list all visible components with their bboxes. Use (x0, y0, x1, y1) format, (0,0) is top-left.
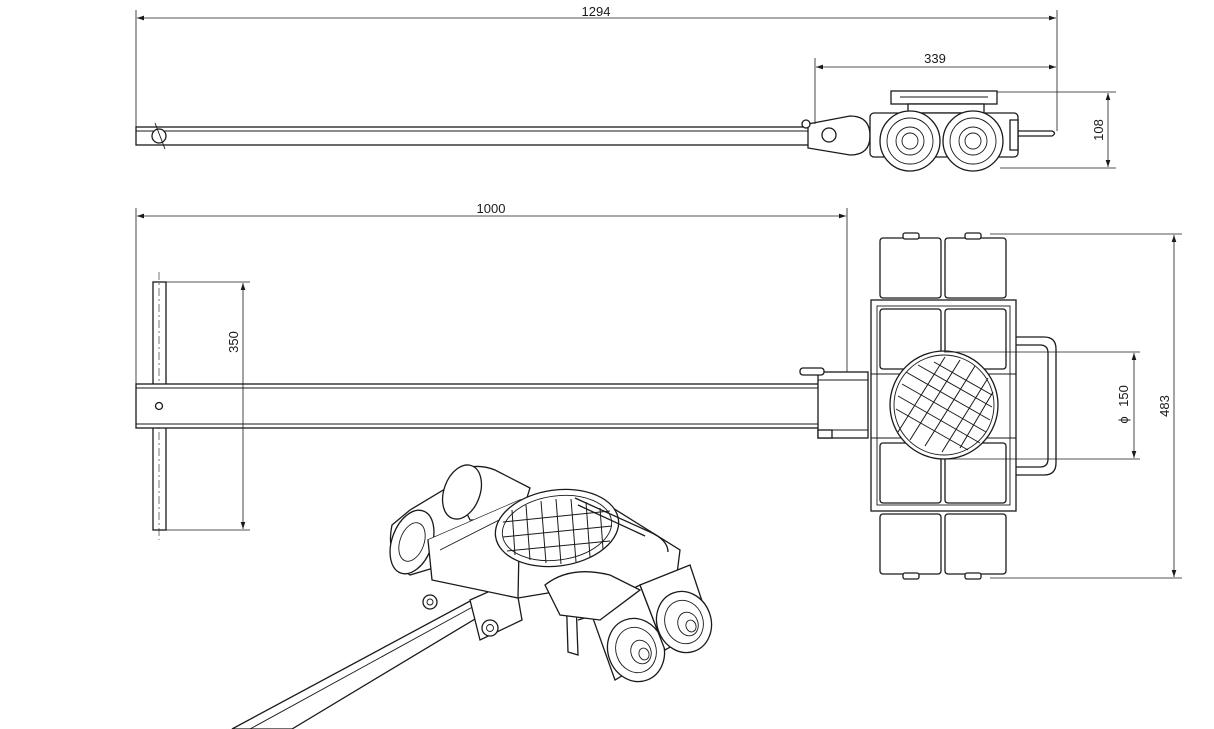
iso-turntable (494, 488, 620, 568)
iso-roller-mid (544, 571, 642, 621)
dimension-handle-width: 350 (166, 281, 250, 531)
dimension-height: 108 (997, 91, 1116, 169)
plate-diameter-symbol: ϕ (1116, 416, 1131, 423)
dimension-plate-diameter: ϕ 150 (944, 351, 1140, 460)
plate-diameter-label: 150 (1116, 385, 1131, 407)
handle-width-label: 350 (226, 331, 241, 353)
width-label: 483 (1157, 395, 1172, 417)
side-roller-front (879, 110, 941, 172)
side-view (135, 90, 1056, 172)
dimension-trolley-length: 339 (814, 51, 1056, 124)
side-roller-rear (942, 110, 1004, 172)
dimension-handle-length: 1000 (135, 201, 848, 384)
iso-roller-front-right (639, 564, 713, 654)
height-label: 108 (1091, 119, 1106, 141)
handle-length-label: 1000 (477, 201, 506, 216)
overall-length-label: 1294 (582, 4, 611, 19)
turntable-plate (889, 350, 999, 460)
trolley-length-label: 339 (924, 51, 946, 66)
dimension-overall-length: 1294 (135, 4, 1058, 131)
isometric-view (231, 464, 713, 729)
dimension-width: 483 (990, 233, 1182, 579)
top-view (135, 232, 1057, 580)
